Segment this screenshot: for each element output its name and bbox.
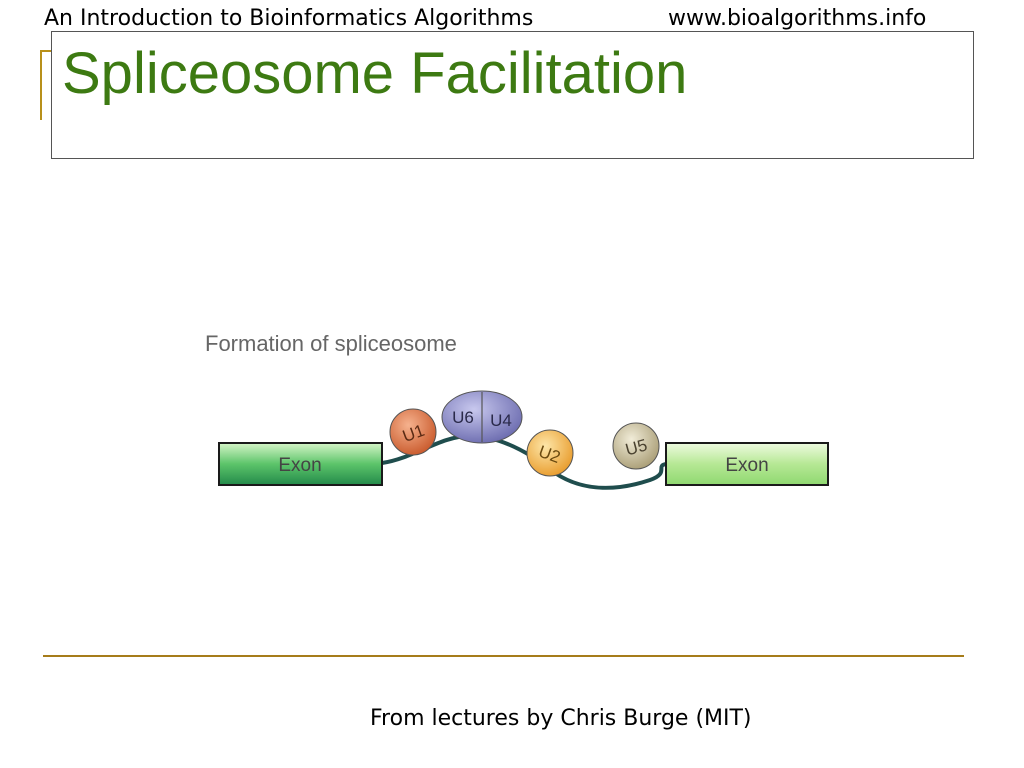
- u6-label: U6: [452, 408, 474, 427]
- slide-title: Spliceosome Facilitation: [62, 41, 688, 106]
- footer-credit: From lectures by Chris Burge (MIT): [370, 706, 752, 731]
- decorative-bracket: [40, 50, 56, 120]
- exon-left-box: [218, 442, 383, 486]
- header-website: www.bioalgorithms.info: [668, 6, 927, 31]
- spliceosome-figure: Formation of spliceosome Exon Exon U1 U6…: [200, 318, 850, 508]
- title-box: Spliceosome Facilitation: [51, 31, 974, 159]
- u5-label: U5: [623, 435, 649, 459]
- exon-left-label: Exon: [278, 455, 321, 476]
- u1-snrnp: [389, 408, 437, 456]
- header-course-title: An Introduction to Bioinformatics Algori…: [44, 6, 534, 31]
- u4-label: U4: [490, 411, 512, 430]
- footer-divider: [43, 655, 964, 657]
- figure-caption: Formation of spliceosome: [205, 331, 457, 356]
- exon-right-box: [665, 442, 829, 486]
- exon-right-label: Exon: [725, 455, 768, 476]
- u2-snrnp: [526, 429, 574, 477]
- u5-snrnp: [612, 422, 660, 470]
- spliceosome-diagram: Formation of spliceosome Exon Exon U1 U6…: [205, 331, 829, 490]
